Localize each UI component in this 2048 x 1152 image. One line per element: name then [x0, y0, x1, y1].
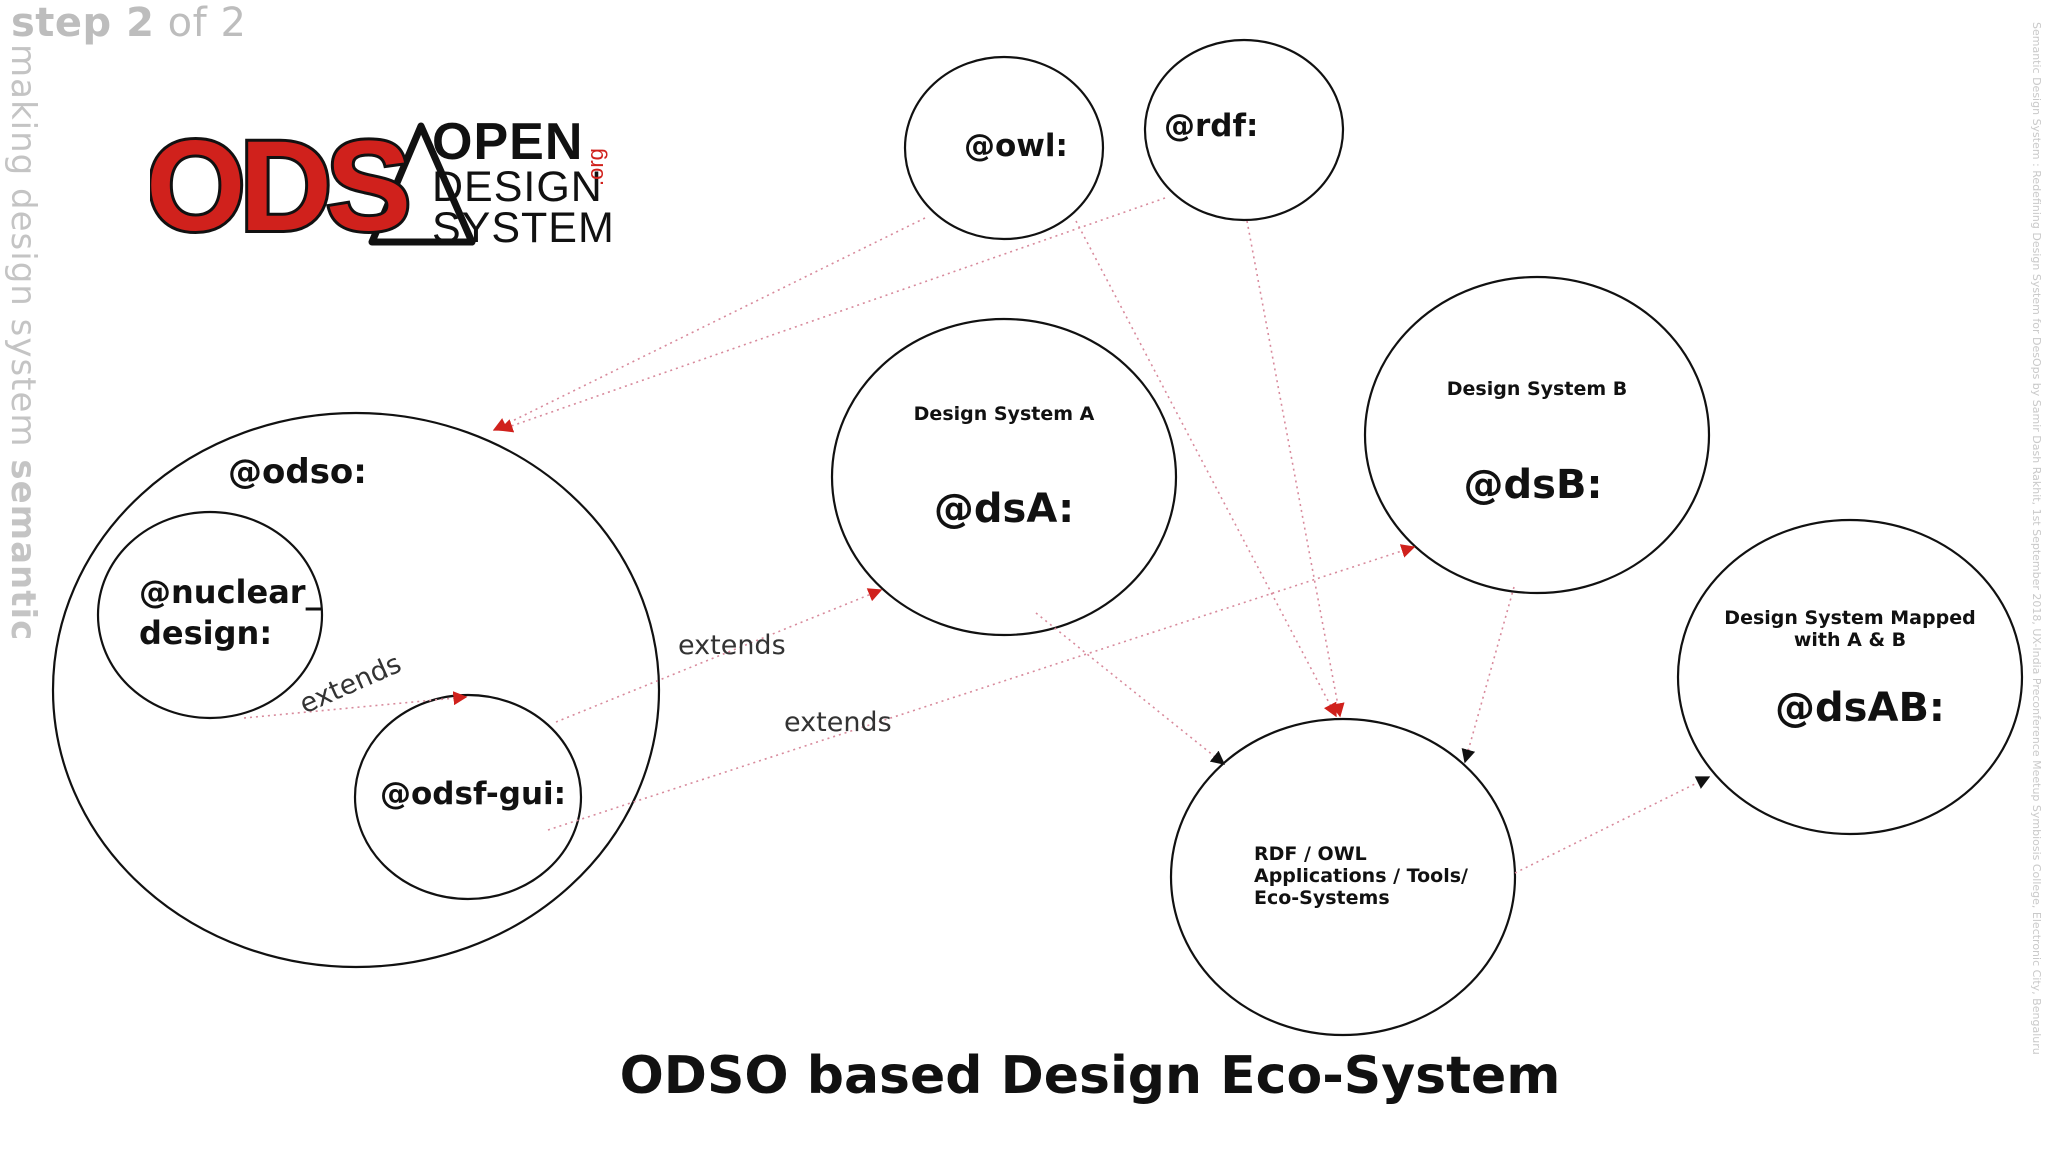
dsb-circle: [1363, 275, 1711, 595]
label-owl: @owl:: [964, 128, 1068, 164]
edge-odsf-to-dsb: [547, 544, 1416, 831]
logo-wordmark: OPEN DESIGN SYSTEM: [432, 116, 615, 250]
label-tools: RDF / OWL Applications / Tools/ Eco-Syst…: [1254, 843, 1468, 909]
logo-word-open: OPEN: [432, 113, 584, 171]
odsf-gui-circle: [353, 693, 583, 901]
ods-logo-mark: ODS: [150, 118, 476, 248]
odso-circle: [51, 411, 661, 969]
edge-owl-to-odso: [492, 217, 926, 431]
label-dsa-title: Design System A: [913, 403, 1095, 425]
step-total: of 2: [154, 0, 247, 46]
logo-word-design: DESIGN: [432, 163, 603, 211]
label-nuclear-design: @nuclear_ design:: [139, 572, 322, 654]
rdf-circle: [1143, 38, 1345, 222]
label-dsab-title-line2: with A & B: [1793, 629, 1907, 651]
edge-rdf-to-tools: [1246, 220, 1345, 718]
edge-rdf-to-odso: [498, 197, 1166, 433]
label-odso: @odso:: [228, 452, 367, 492]
dsab-circle: [1676, 518, 2024, 836]
tools-circle: [1169, 717, 1517, 1037]
edge-dsa-to-tools: [1035, 612, 1226, 765]
label-tools-line1: RDF / OWL: [1254, 843, 1367, 865]
label-nuclear-line1: @nuclear_: [139, 573, 322, 611]
edge-nuclear-to-odsf: [243, 691, 468, 719]
edge-odsf-to-dsa: [555, 588, 883, 723]
page-title: ODSO based Design Eco-System: [619, 1046, 1561, 1106]
sidebar-tagline: making design system semantic: [3, 44, 43, 642]
owl-circle: [903, 55, 1105, 241]
sidebar-tagline-light: making design system: [3, 44, 43, 460]
step-current: step 2: [11, 0, 155, 46]
label-tools-line3: Eco-Systems: [1254, 887, 1390, 909]
label-dsa: @dsA:: [933, 486, 1075, 532]
label-tools-line2: Applications / Tools/: [1254, 865, 1468, 887]
label-odsf-gui: @odsf-gui:: [380, 776, 567, 812]
label-rdf: @rdf:: [1164, 108, 1259, 144]
label-dsb: @dsB:: [1463, 462, 1603, 508]
dsa-circle: [830, 317, 1178, 637]
label-dsb-title: Design System B: [1446, 378, 1628, 400]
label-nuclear-line2: design:: [139, 614, 273, 652]
logo-triangle: [368, 122, 476, 246]
edge-tools-to-dsab: [1514, 776, 1711, 874]
logo-letters: ODS: [150, 118, 407, 248]
label-dsab-title-line1: Design System Mapped: [1724, 607, 1976, 629]
sidebar-tagline-strong: semantic: [3, 459, 43, 642]
edge-dsb-to-tools: [1461, 586, 1515, 764]
label-dsab: @dsAB:: [1775, 685, 1945, 731]
extends-label-odsf-dsb: extends: [784, 707, 892, 738]
edge-owl-to-tools: [1075, 220, 1337, 718]
label-dsab-title: Design System Mapped with A & B: [1720, 607, 1980, 651]
extends-label-odsf-dsa: extends: [678, 630, 786, 661]
step-indicator: step 2 of 2: [11, 0, 246, 46]
credit-note: Semantic Design System : Redefining Desi…: [2030, 22, 2043, 1055]
logo-word-system: SYSTEM: [432, 204, 615, 252]
nuclear-design-circle: [96, 510, 324, 720]
